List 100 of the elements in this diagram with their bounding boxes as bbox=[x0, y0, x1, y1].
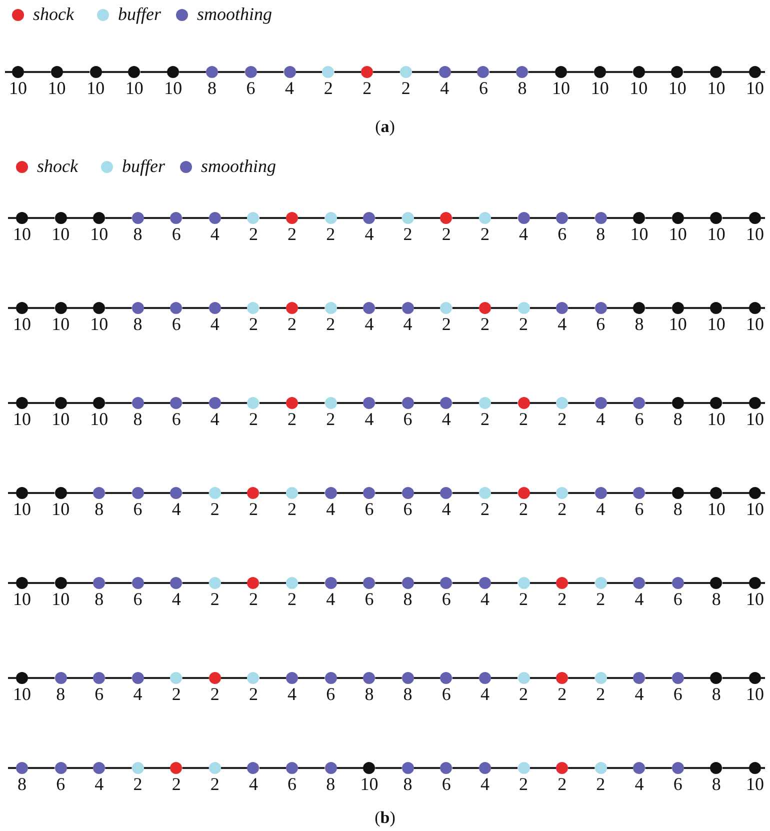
dot bbox=[556, 397, 568, 409]
connector-line bbox=[334, 71, 362, 73]
connector-line bbox=[298, 307, 325, 309]
connector-line bbox=[452, 767, 479, 769]
connector-line bbox=[259, 767, 286, 769]
connector-line bbox=[182, 677, 209, 679]
connector-line bbox=[182, 492, 209, 494]
connector-line bbox=[66, 217, 94, 219]
dot bbox=[594, 212, 607, 224]
value-label: 4 bbox=[480, 774, 490, 794]
dot bbox=[672, 762, 684, 774]
connector-line bbox=[568, 492, 595, 494]
dot bbox=[633, 672, 646, 684]
connector-line bbox=[182, 582, 209, 584]
value-label: 2 bbox=[324, 78, 333, 98]
value-label: 4 bbox=[596, 499, 606, 519]
dot bbox=[516, 66, 528, 78]
value-label: 2 bbox=[596, 684, 606, 704]
connector-line bbox=[490, 217, 518, 219]
value-label: 8 bbox=[133, 409, 142, 429]
dot bbox=[54, 487, 67, 499]
connector-line bbox=[530, 307, 556, 309]
dot bbox=[132, 487, 144, 499]
value-label: 10 bbox=[630, 224, 648, 244]
value-label: 4 bbox=[480, 684, 490, 704]
value-label: 6 bbox=[442, 589, 451, 609]
connector-line bbox=[606, 582, 634, 584]
value-label: 4 bbox=[172, 589, 181, 609]
value-label: 8 bbox=[94, 499, 104, 519]
value-label: 10 bbox=[746, 589, 764, 609]
value-label: 4 bbox=[172, 499, 181, 519]
dot bbox=[363, 302, 376, 314]
value-label: 2 bbox=[248, 224, 258, 244]
dot bbox=[132, 577, 144, 589]
dot bbox=[12, 66, 24, 78]
value-label: 8 bbox=[18, 774, 26, 794]
dot bbox=[672, 212, 684, 224]
connector-line bbox=[375, 307, 402, 309]
connector-line bbox=[452, 307, 479, 309]
dot bbox=[672, 577, 684, 589]
value-label: 2 bbox=[519, 314, 528, 334]
panel-label: (b) bbox=[374, 808, 396, 828]
connector-line bbox=[568, 677, 595, 679]
dot bbox=[402, 762, 414, 774]
value-label: 8 bbox=[518, 78, 527, 98]
value-label: 8 bbox=[133, 314, 142, 334]
connector-line bbox=[684, 307, 710, 309]
dot bbox=[671, 66, 684, 78]
connector-line bbox=[298, 582, 325, 584]
dot bbox=[93, 762, 106, 774]
value-label: 2 bbox=[248, 684, 258, 704]
value-label: 4 bbox=[326, 589, 336, 609]
value-label: 6 bbox=[634, 499, 644, 519]
connector-line bbox=[412, 71, 439, 73]
value-label: 2 bbox=[288, 409, 297, 429]
connector-line bbox=[606, 307, 634, 309]
dot bbox=[594, 66, 606, 78]
dot bbox=[16, 672, 28, 684]
connector-line bbox=[452, 677, 479, 679]
dot bbox=[402, 672, 414, 684]
dot bbox=[208, 762, 221, 774]
connector-line bbox=[220, 677, 248, 679]
connector-line bbox=[296, 71, 322, 73]
connector-line bbox=[414, 767, 440, 769]
value-label: 6 bbox=[172, 224, 181, 244]
dot bbox=[594, 577, 607, 589]
dot bbox=[54, 577, 67, 589]
connector-line bbox=[684, 677, 710, 679]
value-label: 10 bbox=[90, 409, 108, 429]
connector-line bbox=[414, 402, 440, 404]
dot bbox=[247, 762, 260, 774]
dot bbox=[672, 302, 684, 314]
dot bbox=[208, 487, 221, 499]
connector-line bbox=[414, 582, 440, 584]
connector-line bbox=[490, 582, 518, 584]
value-label: 10 bbox=[707, 409, 726, 429]
value-label: 4 bbox=[364, 409, 374, 429]
dot bbox=[556, 577, 568, 589]
value-label: 10 bbox=[360, 774, 378, 794]
dot bbox=[54, 762, 67, 774]
connector-line bbox=[414, 492, 440, 494]
value-label: 4 bbox=[210, 314, 220, 334]
value-label: 8 bbox=[207, 78, 216, 98]
connector-line bbox=[28, 307, 55, 309]
value-label: 2 bbox=[558, 684, 567, 704]
value-label: 10 bbox=[52, 499, 70, 519]
value-label: 2 bbox=[210, 589, 220, 609]
value-label: 10 bbox=[746, 314, 764, 334]
value-label: 6 bbox=[403, 409, 412, 429]
dot bbox=[672, 397, 684, 409]
value-label: 2 bbox=[210, 774, 220, 794]
value-label: 2 bbox=[519, 589, 528, 609]
value-label: 8 bbox=[673, 409, 682, 429]
value-label: 10 bbox=[52, 409, 70, 429]
dot bbox=[478, 487, 491, 499]
dot bbox=[556, 302, 568, 314]
value-label: 4 bbox=[442, 409, 451, 429]
connector-line bbox=[24, 71, 51, 73]
value-label: 2 bbox=[133, 774, 142, 794]
value-label: 2 bbox=[558, 409, 567, 429]
